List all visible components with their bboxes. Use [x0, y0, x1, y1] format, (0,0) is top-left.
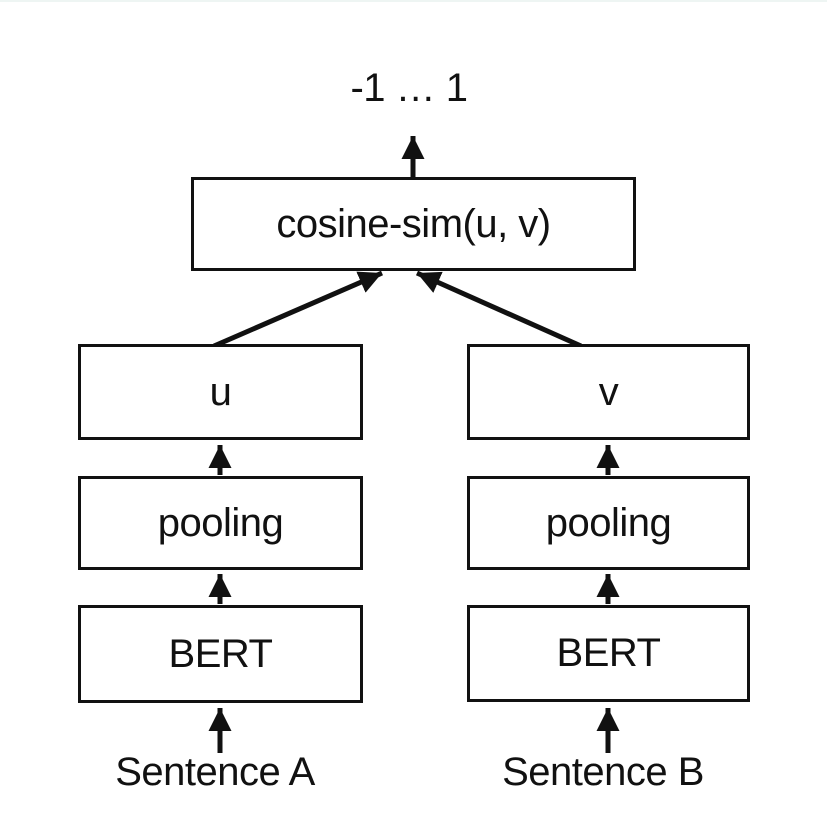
pooling-box-left-label: pooling: [157, 500, 284, 545]
bert-box-right: BERT: [467, 605, 750, 702]
embedding-v-box: v: [467, 344, 750, 440]
bert-box-left-label: BERT: [168, 631, 273, 676]
embedding-u-box: u: [78, 344, 363, 440]
embedding-v-label: v: [598, 369, 619, 414]
cosine-sim-box-label: cosine-sim(u, v): [276, 201, 551, 246]
output-range-label: -1 … 1: [350, 66, 468, 110]
embedding-u-label: u: [209, 369, 232, 414]
bert-box-right-label: BERT: [556, 631, 661, 675]
sentence-a-label: Sentence A: [115, 750, 315, 794]
arrow-u-to-cosine: [213, 270, 383, 349]
cosine-sim-box: cosine-sim(u, v): [191, 177, 636, 271]
sentence-b-label: Sentence B: [502, 750, 704, 794]
arrow-v-to-cosine: [415, 270, 583, 349]
pooling-box-left: pooling: [78, 476, 363, 570]
pooling-box-right: pooling: [467, 476, 750, 570]
top-edge-strip: [0, 0, 827, 2]
bert-box-left: BERT: [78, 605, 363, 703]
pooling-box-right-label: pooling: [545, 500, 672, 545]
